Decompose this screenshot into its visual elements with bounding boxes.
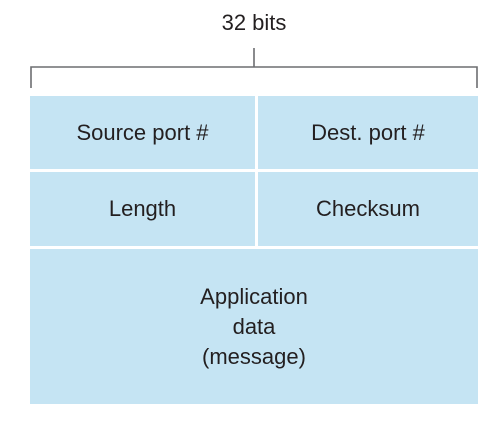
checksum-label: Checksum (316, 196, 420, 221)
application-data-field: Application data (message) (30, 249, 478, 404)
bracket-line (30, 48, 478, 88)
length-label: Length (108, 196, 177, 221)
payload-line-2: data (232, 313, 276, 339)
length-field: Length (30, 172, 255, 246)
checksum-field: Checksum (258, 172, 478, 246)
source-port-field: Source port # (30, 96, 255, 169)
payload-line-1: Application (200, 283, 308, 309)
dest-port-label: Dest. port # (311, 119, 425, 145)
width-label: 32 bits (221, 10, 287, 35)
width-bracket (30, 48, 478, 88)
dest-port-field: Dest. port # (258, 96, 478, 169)
source-port-label: Source port # (76, 119, 209, 145)
payload-line-3: (message) (202, 343, 306, 369)
